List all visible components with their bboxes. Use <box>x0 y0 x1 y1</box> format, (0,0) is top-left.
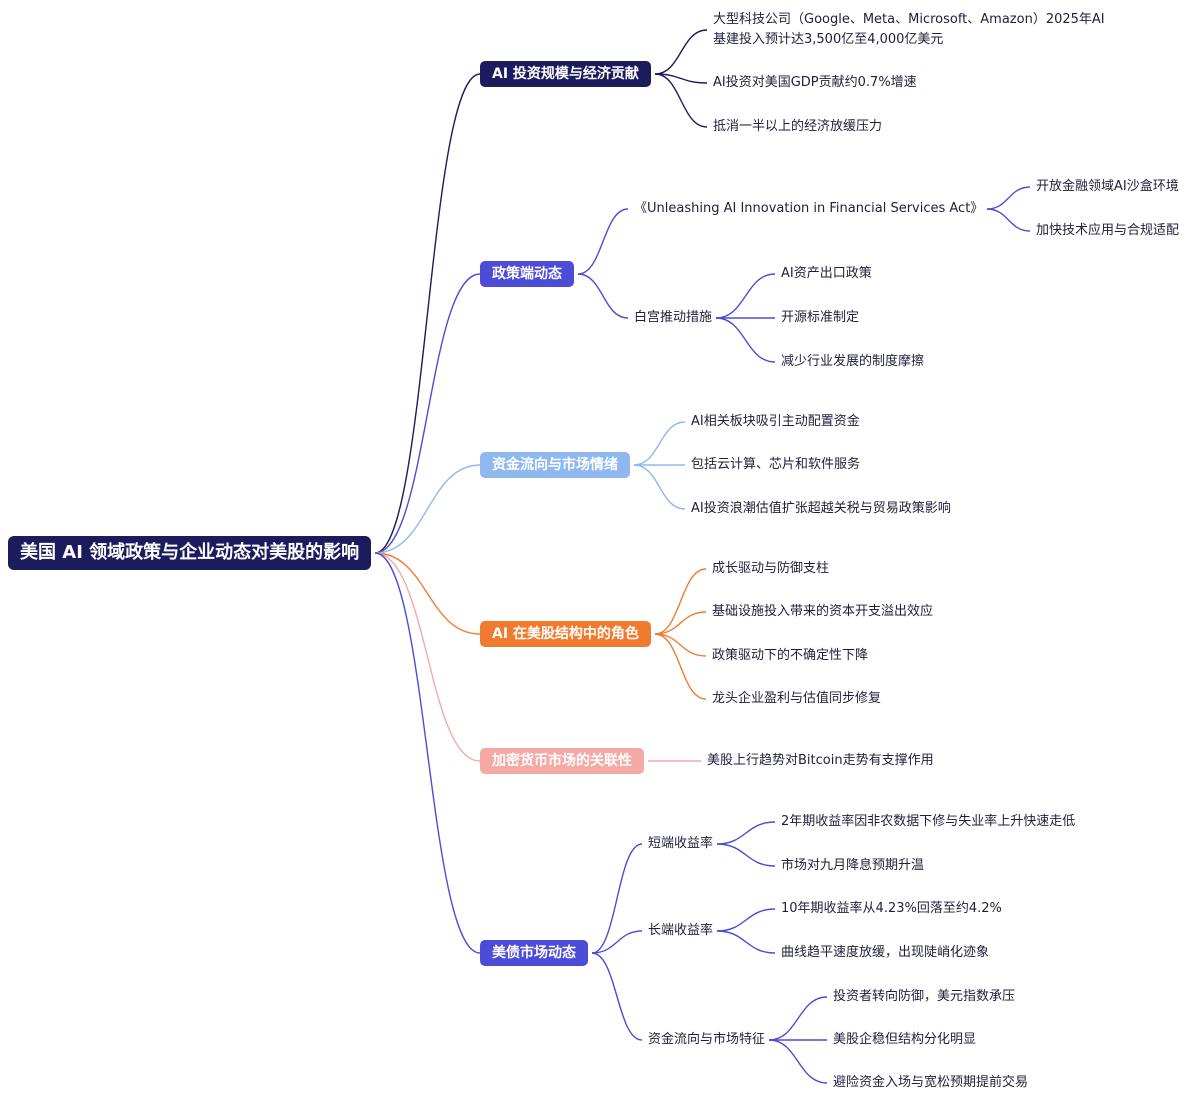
leaf-b5-2-0: 投资者转向防御，美元指数承压 <box>833 989 1016 1004</box>
connector-b1-1-0 <box>715 273 776 319</box>
leaf-b5-1-0: 10年期收益率从4.23%回落至约4.2% <box>781 901 1002 916</box>
connector-b3-3 <box>654 633 707 700</box>
connector-b5-0-1 <box>716 843 776 867</box>
leaf-b5-0-1: 市场对九月降息预期升温 <box>781 858 925 873</box>
branch-policy[interactable]: 政策端动态 <box>480 261 574 287</box>
leaf-b3-1: 基础设施投入带来的资本开支溢出效应 <box>712 604 934 619</box>
leaf-b1-1-1: 开源标准制定 <box>781 310 860 325</box>
connector-b1-0-1 <box>986 208 1031 232</box>
connector-b0-0 <box>654 29 708 75</box>
connector-b3-0 <box>654 568 707 635</box>
connector-root-b2 <box>374 464 481 554</box>
leaf-b1-1-0: AI资产出口政策 <box>781 266 872 281</box>
connector-b5-2-0 <box>768 996 828 1041</box>
connector-b5-0 <box>591 843 643 954</box>
leaf-b5-2-2: 避险资金入场与宽松预期提前交易 <box>833 1075 1029 1090</box>
leaf-b4-0: 美股上行趋势对Bitcoin走势有支撑作用 <box>707 753 934 768</box>
connector-b0-2 <box>654 73 708 128</box>
connector-root-b0 <box>374 73 481 554</box>
leaf-b1-0-1: 加快技术应用与合规适配 <box>1036 223 1180 238</box>
leaf-b5-1-1: 曲线趋平速度放缓，出现陡峭化迹象 <box>781 945 990 960</box>
leaf-b1-1-2: 减少行业发展的制度摩擦 <box>781 354 925 369</box>
leaf-b2-2: AI投资浪潮估值扩张超越关税与贸易政策影响 <box>691 501 951 516</box>
leaf-b1-0-0: 开放金融领域AI沙盒环境 <box>1036 179 1179 194</box>
leaf-b3-0: 成长驱动与防御支柱 <box>712 561 830 576</box>
connector-root-b5 <box>374 552 481 954</box>
sub-b1-1: 白宫推动措施 <box>634 310 713 325</box>
connector-b1-0-0 <box>986 186 1031 210</box>
connector-b5-1 <box>591 930 643 954</box>
leaf-b5-2-1: 美股企稳但结构分化明显 <box>833 1032 977 1047</box>
connector-root-b1 <box>374 273 481 554</box>
branch-treasury[interactable]: 美债市场动态 <box>480 940 588 966</box>
leaf-b0-1: AI投资对美国GDP贡献约0.7%增速 <box>713 75 917 90</box>
connector-b5-2-2 <box>768 1039 828 1084</box>
sub-b5-2: 资金流向与市场特征 <box>648 1032 766 1047</box>
branch-ai-role[interactable]: AI 在美股结构中的角色 <box>480 621 651 647</box>
connector-b5-1-0 <box>716 908 776 932</box>
branch-ai-investment[interactable]: AI 投资规模与经济贡献 <box>480 61 651 87</box>
leaf-b3-2: 政策驱动下的不确定性下降 <box>712 648 869 663</box>
connector-b1-1-2 <box>715 317 776 363</box>
connector-b3-1 <box>654 611 707 635</box>
sub-b1-0: 《Unleashing AI Innovation in Financial S… <box>634 201 984 216</box>
connector-b1-0 <box>577 208 629 275</box>
leaf-b0-0: 大型科技公司（Google、Meta、Microsoft、Amazon）2025… <box>713 12 1105 47</box>
connector-b2-2 <box>633 464 686 510</box>
connector-b5-2 <box>591 952 643 1041</box>
leaf-b3-3: 龙头企业盈利与估值同步修复 <box>712 691 882 706</box>
branch-capital-flow[interactable]: 资金流向与市场情绪 <box>480 452 630 478</box>
connector-b1-1 <box>577 273 629 319</box>
connector-b3-2 <box>654 633 707 657</box>
connector-b5-0-0 <box>716 821 776 845</box>
sub-b5-0: 短端收益率 <box>648 836 714 851</box>
connector-b2-0 <box>633 421 686 466</box>
leaf-b2-1: 包括云计算、芯片和软件服务 <box>691 457 861 472</box>
connector-root-b3 <box>374 552 481 635</box>
leaf-b2-0: AI相关板块吸引主动配置资金 <box>691 414 860 429</box>
leaf-b0-2: 抵消一半以上的经济放缓压力 <box>713 119 883 134</box>
root-node[interactable]: 美国 AI 领域政策与企业动态对美股的影响 <box>8 536 372 570</box>
connector-root-b4 <box>374 552 481 762</box>
branch-crypto[interactable]: 加密货币市场的关联性 <box>480 748 644 774</box>
connector-b5-1-1 <box>716 930 776 954</box>
sub-b5-1: 长端收益率 <box>648 923 714 938</box>
leaf-b5-0-0: 2年期收益率因非农数据下修与失业率上升快速走低 <box>781 814 1076 829</box>
